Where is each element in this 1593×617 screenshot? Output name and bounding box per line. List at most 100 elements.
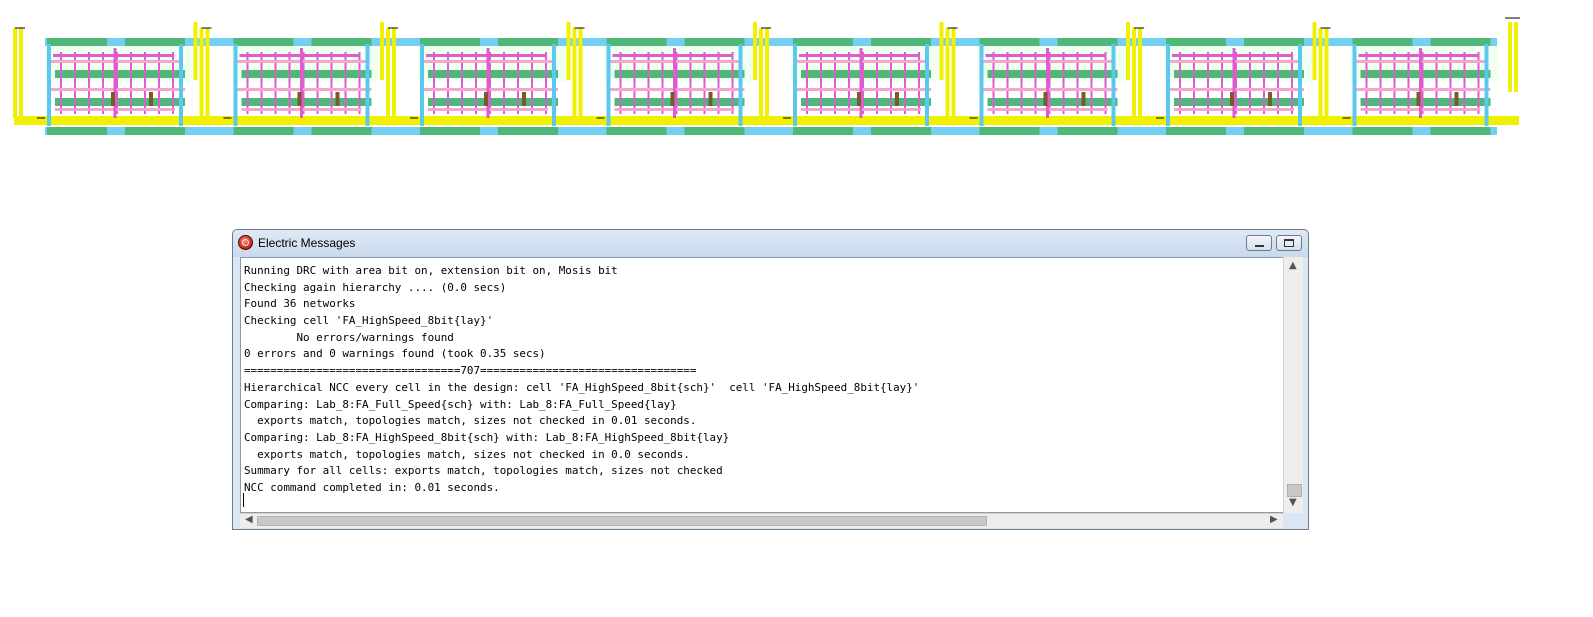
poly-route: [612, 54, 733, 57]
scroll-right-icon[interactable]: ▶: [1270, 514, 1278, 525]
via-contact: [149, 92, 153, 106]
substrate-contact-strip: [498, 127, 558, 135]
metal-route: [795, 88, 931, 91]
substrate-contact-strip: [1244, 127, 1304, 135]
well-contact-strip: [498, 38, 558, 46]
well-contact-strip: [1166, 38, 1226, 46]
substrate-contact-strip: [793, 127, 853, 135]
substrate-contact-strip: [47, 127, 107, 135]
title-bar[interactable]: Electric Messages: [233, 230, 1308, 257]
messages-window: Electric Messages Running DRC with area …: [232, 229, 1309, 530]
well-contact-strip: [233, 38, 294, 46]
message-line: Comparing: Lab_8:FA_Full_Speed{sch} with…: [244, 397, 677, 411]
message-line: No errors/warnings found: [244, 330, 454, 344]
message-line: Comparing: Lab_8:FA_HighSpeed_8bit{sch} …: [244, 430, 730, 444]
substrate-contact-strip: [1352, 127, 1413, 135]
poly-route: [1358, 54, 1479, 57]
layout-canvas[interactable]: [0, 0, 1593, 150]
p-diffusion: [241, 70, 372, 78]
via-contact: [708, 92, 713, 106]
message-line: 0 errors and 0 warnings found (took 0.35…: [244, 347, 546, 361]
metal-route: [981, 88, 1118, 91]
carry-bus: [14, 116, 1519, 125]
well-contact-strip: [1430, 38, 1491, 46]
minimize-button[interactable]: [1246, 235, 1272, 251]
poly-route: [799, 54, 919, 57]
message-line: exports match, topologies match, sizes n…: [244, 447, 690, 461]
n-diffusion: [1174, 98, 1304, 106]
substrate-contact-strip: [1057, 127, 1118, 135]
well-contact-strip: [606, 38, 667, 46]
via-contact: [670, 92, 675, 106]
via-contact: [895, 92, 899, 106]
via-contact: [1416, 92, 1421, 106]
message-line: =================================707====…: [244, 364, 697, 378]
substrate-contact-strip: [233, 127, 294, 135]
ground-rail: [45, 127, 1497, 135]
n-diffusion: [801, 98, 931, 106]
metal-route: [608, 88, 745, 91]
message-line: Checking again hierarchy .... (0.0 secs): [244, 280, 507, 294]
metal-route: [235, 88, 372, 91]
n-diffusion: [1360, 98, 1491, 106]
well-contact-strip: [420, 38, 480, 46]
substrate-contact-strip: [1430, 127, 1491, 135]
vertical-scroll-thumb[interactable]: [1287, 484, 1302, 497]
message-line: Hierarchical NCC every cell in the desig…: [244, 380, 920, 394]
horizontal-scrollbar[interactable]: ◀ ▶: [240, 513, 1283, 528]
message-line: Found 36 networks: [244, 297, 356, 311]
poly-route: [426, 54, 546, 57]
n-diffusion: [614, 98, 745, 106]
p-diffusion: [801, 70, 931, 78]
scroll-down-icon[interactable]: ▼: [1289, 497, 1297, 508]
p-diffusion: [614, 70, 745, 78]
substrate-contact-strip: [606, 127, 667, 135]
message-line: NCC command completed in: 0.01 seconds.: [244, 480, 500, 494]
message-line: exports match, topologies match, sizes n…: [244, 414, 697, 428]
text-cursor: [243, 493, 244, 507]
message-text-area[interactable]: Running DRC with area bit on, extension …: [240, 257, 1290, 513]
n-diffusion: [987, 98, 1118, 106]
poly-route: [53, 54, 173, 57]
horizontal-scroll-thumb[interactable]: [257, 516, 987, 526]
poly-route: [239, 54, 360, 57]
via-contact: [111, 92, 115, 106]
message-line: Running DRC with area bit on, extension …: [244, 264, 618, 277]
message-line: Checking cell 'FA_HighSpeed_8bit{lay}': [244, 314, 494, 328]
power-rail: [45, 38, 1497, 46]
vertical-scrollbar[interactable]: ▲ ▼: [1283, 257, 1303, 513]
via-contact: [1230, 92, 1234, 106]
metal-route: [1168, 88, 1304, 91]
scroll-left-icon[interactable]: ◀: [245, 514, 253, 525]
poly-route: [1172, 54, 1292, 57]
minimize-icon: [1255, 245, 1264, 247]
maximize-icon: [1284, 239, 1294, 247]
substrate-contact-strip: [871, 127, 931, 135]
electric-app-icon[interactable]: [238, 235, 253, 250]
via-contact: [335, 92, 340, 106]
via-contact: [297, 92, 302, 106]
well-contact-strip: [125, 38, 185, 46]
well-contact-strip: [1057, 38, 1118, 46]
well-contact-strip: [1352, 38, 1413, 46]
message-log: Running DRC with area bit on, extension …: [241, 258, 1289, 497]
n-diffusion: [241, 98, 372, 106]
maximize-button[interactable]: [1276, 235, 1302, 251]
well-contact-strip: [684, 38, 745, 46]
well-contact-strip: [793, 38, 853, 46]
n-diffusion: [428, 98, 558, 106]
window-title: Electric Messages: [258, 236, 356, 250]
scroll-up-icon[interactable]: ▲: [1289, 260, 1297, 271]
n-diffusion: [55, 98, 185, 106]
via-contact: [1454, 92, 1459, 106]
via-contact: [484, 92, 488, 106]
p-diffusion: [428, 70, 558, 78]
substrate-contact-strip: [979, 127, 1040, 135]
message-line: Summary for all cells: exports match, to…: [244, 464, 723, 478]
p-diffusion: [55, 70, 185, 78]
substrate-contact-strip: [311, 127, 372, 135]
poly-route: [985, 54, 1106, 57]
via-contact: [1043, 92, 1048, 106]
well-contact-strip: [871, 38, 931, 46]
substrate-contact-strip: [1166, 127, 1226, 135]
